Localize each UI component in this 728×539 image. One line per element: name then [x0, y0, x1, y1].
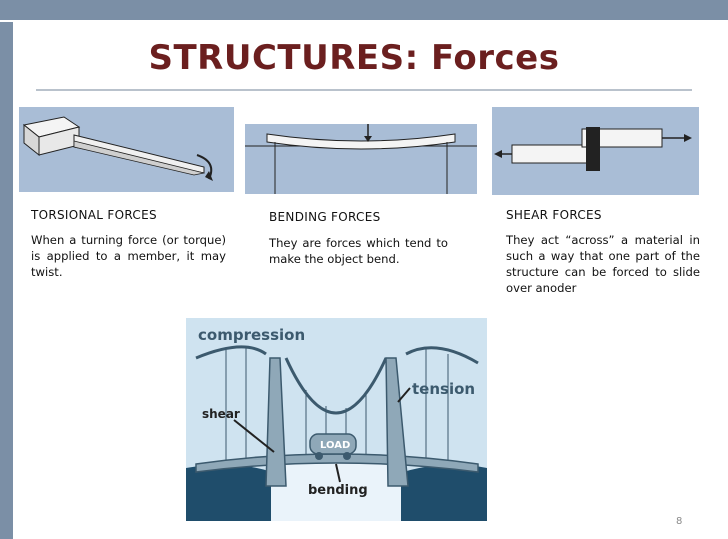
shear-figure: [492, 107, 699, 195]
load-label: LOAD: [320, 440, 350, 451]
bending-forces-heading: BENDING FORCES: [269, 210, 381, 224]
shear-forces-text: They act “across” a material in such a w…: [506, 233, 700, 295]
title-divider: [36, 89, 692, 91]
slide-title: STRUCTURES: Forces: [148, 38, 560, 78]
shear-forces-heading: SHEAR FORCES: [506, 208, 602, 222]
page-number: 8: [676, 516, 683, 527]
shear-label: shear: [202, 407, 240, 421]
tension-label: tension: [412, 380, 475, 398]
bending-figure: [245, 124, 477, 194]
top-accent-bar: [0, 0, 728, 20]
bridge-figure: LOAD compression tension shear bending: [186, 318, 487, 521]
torsional-forces-text: When a turning force (or torque) is appl…: [31, 233, 226, 279]
bending-label: bending: [308, 483, 368, 498]
left-accent-bar: [0, 22, 13, 539]
torsion-figure: [19, 107, 234, 192]
torsional-forces-heading: TORSIONAL FORCES: [31, 208, 157, 222]
bending-forces-text: They are forces which tend to make the o…: [269, 236, 448, 266]
compression-label: compression: [198, 326, 305, 344]
